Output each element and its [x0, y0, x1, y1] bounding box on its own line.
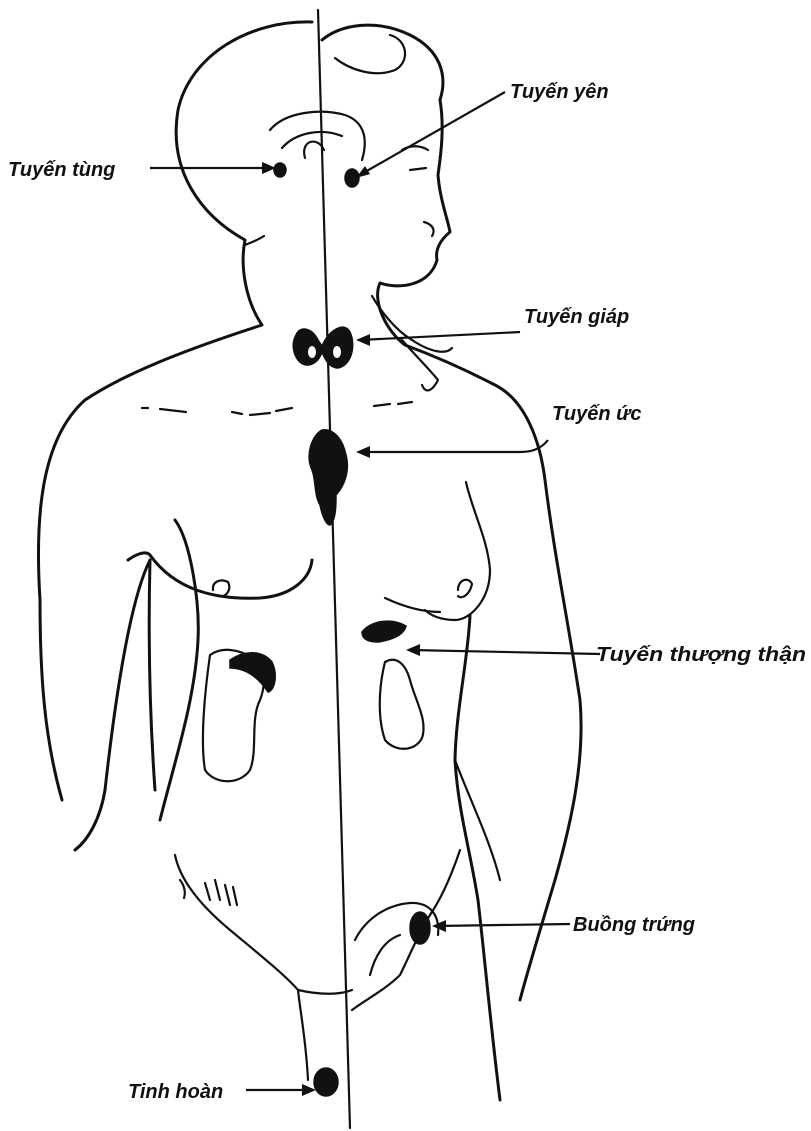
label-adrenal: Tuyến thượng thận	[596, 644, 806, 666]
testis	[314, 1068, 338, 1096]
label-thyroid: Tuyến giáp	[524, 306, 629, 328]
female-half-outline	[322, 25, 581, 1100]
label-pineal: Tuyến tùng	[8, 159, 115, 181]
label-thymus: Tuyến ức	[552, 403, 642, 425]
adrenal-gland-left	[230, 653, 275, 692]
thyroid-gland	[293, 327, 352, 368]
label-testis: Tinh hoàn	[128, 1081, 223, 1103]
adrenal-gland-right	[362, 621, 406, 642]
ovary	[410, 912, 430, 944]
pituitary-gland	[345, 169, 359, 187]
thymus-gland	[309, 430, 347, 525]
pineal-gland	[274, 163, 286, 177]
label-ovary: Buồng trứng	[573, 914, 695, 936]
label-pituitary: Tuyến yên	[510, 81, 609, 103]
